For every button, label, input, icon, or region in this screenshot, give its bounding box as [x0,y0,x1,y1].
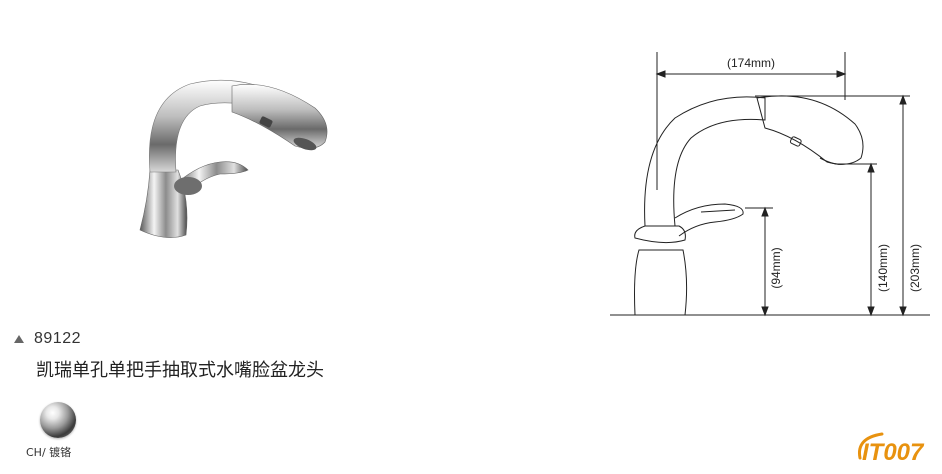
triangle-bullet-icon [14,335,24,343]
faucet-photo [139,79,328,238]
model-number: 89122 [34,330,81,347]
finish-label: CH/ 镀铬 [26,446,72,459]
dimension-drawing: (174mm) (94mm) (140mm) (203mm) [610,52,930,317]
handle-height-dimension-label: (94mm) [769,247,783,288]
model-row: 89122 [14,330,81,348]
it007-logo: IT007 [857,432,925,466]
spout-height-dimension-label: (140mm) [876,244,890,292]
logo-text: IT007 [862,439,925,466]
total-height-dimension-label: (203mm) [908,244,922,292]
chrome-finish-swatch-icon [40,402,76,438]
product-name: 凯瑞单孔单把手抽取式水嘴脸盆龙头 [36,360,324,381]
width-dimension-label: (174mm) [727,56,775,70]
